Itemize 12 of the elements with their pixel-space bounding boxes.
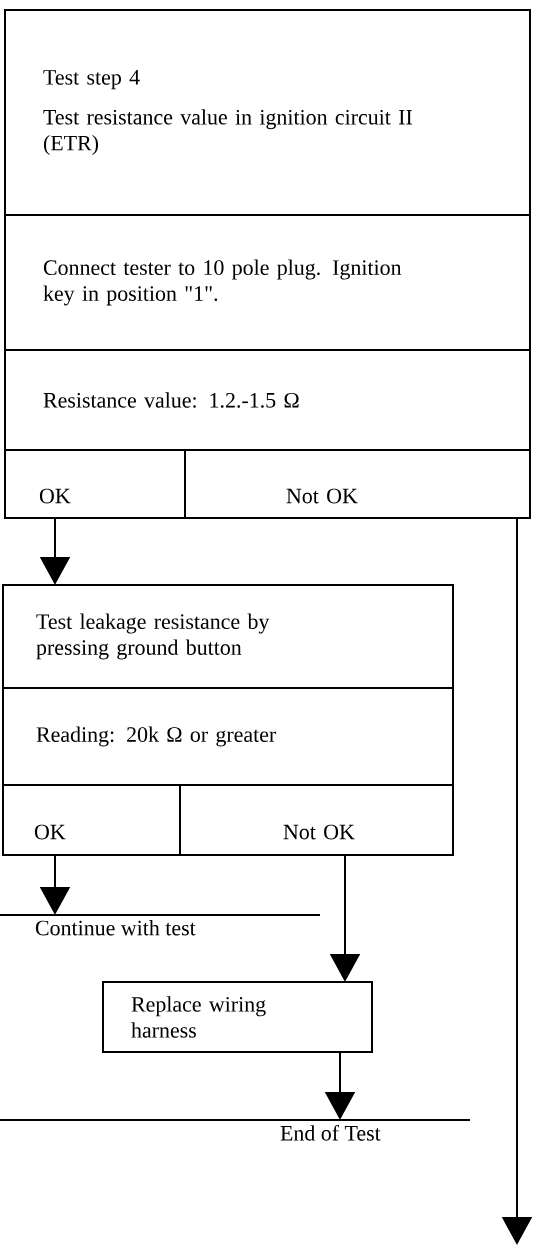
step-box: Test step 4 Test resistance value in ignition circuit II (ETR) [4, 9, 531, 216]
result-cell: OK [2, 784, 181, 856]
process-box: Replace wiring harness [102, 981, 373, 1053]
result-cell: Not OK [179, 784, 454, 856]
end-line: End of Test [0, 1119, 471, 1141]
end-line: Continue with test [0, 914, 321, 936]
instruction-box: Connect tester to 10 pole plug. Ignition key in position "1". [4, 214, 531, 351]
instruction-box: Test leakage resistance by pressing ground button [2, 584, 454, 689]
result-box: Reading: 20k Ω or greater [2, 687, 454, 786]
result-box: Resistance value: 1.2.-1.5 Ω [4, 349, 531, 451]
result-cell: OK [4, 449, 186, 519]
result-cell: Not OK [184, 449, 531, 519]
